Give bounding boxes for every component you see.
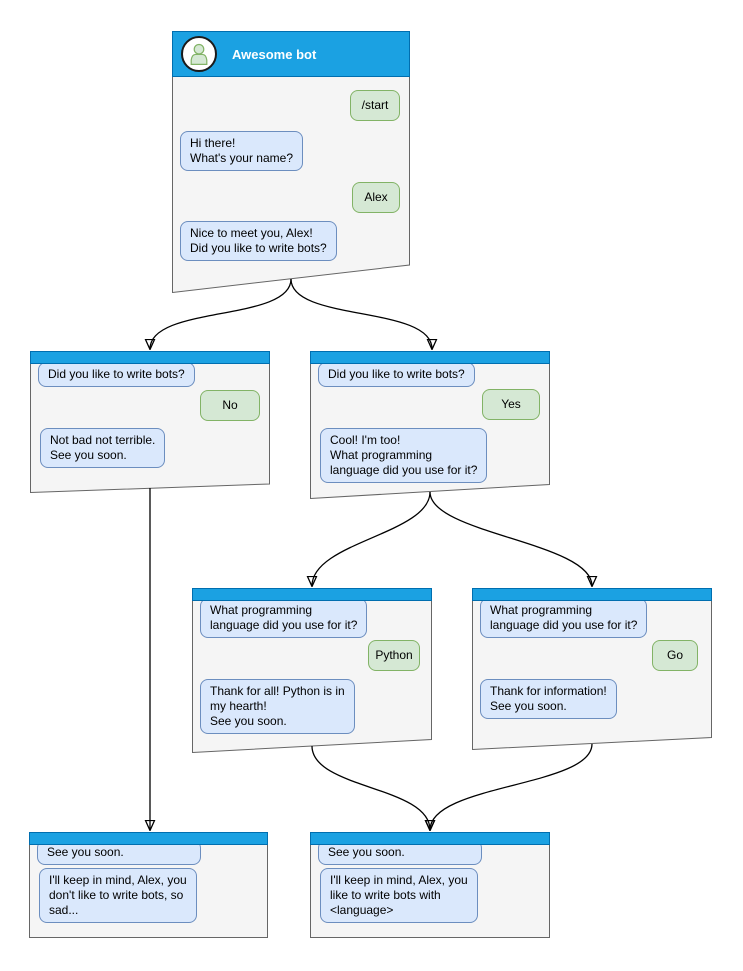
user-message-bubble: /start bbox=[350, 90, 400, 121]
bot-message-bubble: What programming language did you use fo… bbox=[480, 598, 648, 638]
edge-branch-yes-to-python bbox=[312, 491, 431, 586]
chat-window-end-lang: See you soon. I'll keep in mind, Alex, y… bbox=[310, 832, 550, 938]
chat-window-start: Awesome bot /start Hi there! What's your… bbox=[172, 31, 410, 293]
user-message-bubble: Python bbox=[368, 640, 420, 671]
edge-python-to-end-lang bbox=[311, 745, 430, 830]
chat-header bbox=[472, 588, 712, 601]
user-message-bubble: Alex bbox=[352, 182, 400, 213]
user-message-bubble: No bbox=[200, 390, 260, 421]
chat-header: Awesome bot bbox=[172, 31, 410, 77]
chat-header bbox=[310, 351, 550, 364]
bot-message-bubble: I'll keep in mind, Alex, you don't like … bbox=[39, 868, 197, 923]
bot-message-bubble: I'll keep in mind, Alex, you like to wri… bbox=[320, 868, 478, 923]
bot-message-bubble: Thank for information! See you soon. bbox=[480, 679, 617, 719]
chat-window-branch-yes: Did you like to write bots? Yes Cool! I'… bbox=[310, 351, 550, 499]
edge-go-to-end-lang bbox=[430, 743, 593, 830]
person-icon bbox=[190, 43, 208, 66]
user-message-bubble: Go bbox=[652, 640, 698, 671]
chat-window-branch-python: What programming language did you use fo… bbox=[192, 588, 432, 753]
chat-window-branch-no: Did you like to write bots? No Not bad n… bbox=[30, 351, 270, 493]
chat-window-branch-go: What programming language did you use fo… bbox=[472, 588, 712, 750]
bot-message-bubble: Nice to meet you, Alex! Did you like to … bbox=[180, 221, 337, 261]
chat-header bbox=[29, 832, 268, 845]
chat-header bbox=[192, 588, 432, 601]
bot-message-bubble: What programming language did you use fo… bbox=[200, 598, 368, 638]
user-message-bubble: Yes bbox=[482, 389, 540, 420]
bot-message-bubble: Thank for all! Python is in my hearth! S… bbox=[200, 679, 355, 734]
bot-message-bubble: Cool! I'm too! What programming language… bbox=[320, 428, 488, 483]
chat-header bbox=[310, 832, 550, 845]
bot-message-bubble: Not bad not terrible. See you soon. bbox=[40, 428, 166, 468]
avatar bbox=[181, 36, 217, 72]
edge-branch-yes-to-go bbox=[429, 491, 592, 586]
chat-title: Awesome bot bbox=[232, 46, 317, 62]
chat-window-end-no: See you soon. I'll keep in mind, Alex, y… bbox=[29, 832, 268, 938]
bot-message-bubble: Did you like to write bots? bbox=[38, 362, 195, 387]
chat-header bbox=[30, 351, 270, 364]
bot-message-bubble: Did you like to write bots? bbox=[318, 362, 475, 387]
bot-message-bubble: Hi there! What's your name? bbox=[180, 131, 304, 171]
